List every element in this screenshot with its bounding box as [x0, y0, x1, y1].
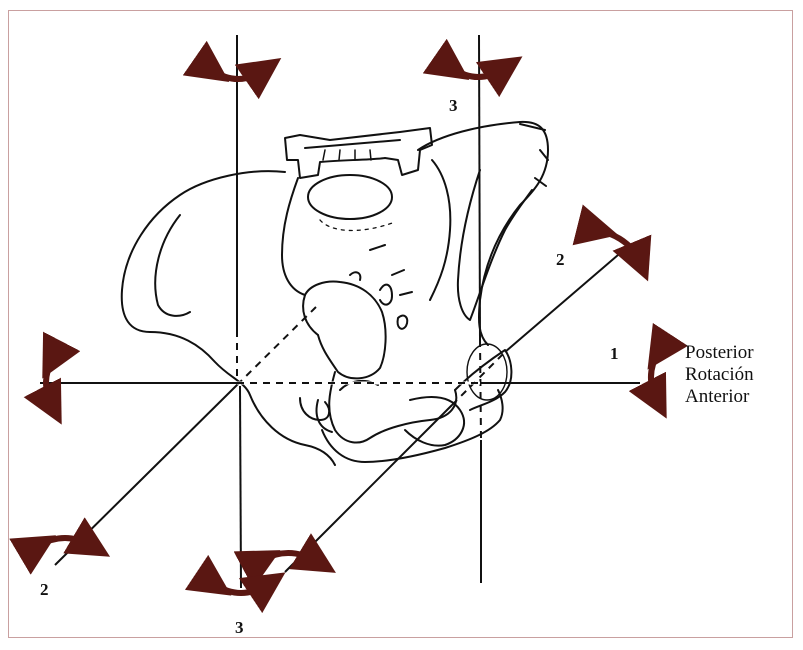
axis-2-left-line — [55, 385, 237, 565]
axis-1-label: 1 — [610, 344, 619, 364]
rotation-legend-anterior: Anterior — [685, 386, 754, 408]
rotation-arrow-icon — [38, 538, 92, 546]
rotation-arrow-icon — [651, 352, 659, 400]
rotation-legend-rotacion: Rotación — [685, 364, 754, 386]
rotation-arrow-icon — [598, 230, 640, 262]
rotation-arrows — [38, 68, 659, 593]
axis-2-label-lower: 2 — [40, 580, 49, 600]
rotation-legend: Posterior Rotación Anterior — [685, 342, 754, 408]
axis-3-label-upper: 3 — [449, 96, 458, 116]
pelvis-illustration — [122, 122, 548, 465]
axis-3-left-line — [240, 386, 241, 588]
rotation-arrow-icon — [262, 553, 318, 562]
axis-3-label-lower: 3 — [235, 618, 244, 638]
rotation-legend-posterior: Posterior — [685, 342, 754, 364]
axis-2-right-line — [285, 405, 452, 572]
axis-2-label-upper: 2 — [556, 250, 565, 270]
axes — [40, 35, 640, 588]
